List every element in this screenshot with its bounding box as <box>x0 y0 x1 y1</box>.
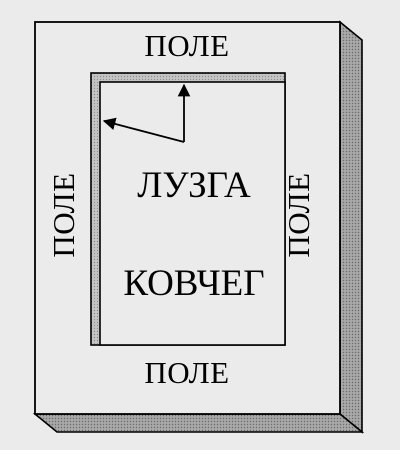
label-field-bottom: ПОЛЕ <box>144 355 229 390</box>
panel-right-side <box>339 20 363 434</box>
label-field-right: ПОЛЕ <box>281 172 316 257</box>
panel-bottom-side <box>32 413 365 433</box>
label-inner-lower: КОВЧЕГ <box>123 263 264 304</box>
label-inner-upper: ЛУЗГА <box>137 165 251 206</box>
arrow-to-left-frame <box>102 117 185 143</box>
inner-plate <box>99 81 286 346</box>
label-field-top: ПОЛЕ <box>144 28 229 63</box>
label-field-left: ПОЛЕ <box>46 172 81 257</box>
